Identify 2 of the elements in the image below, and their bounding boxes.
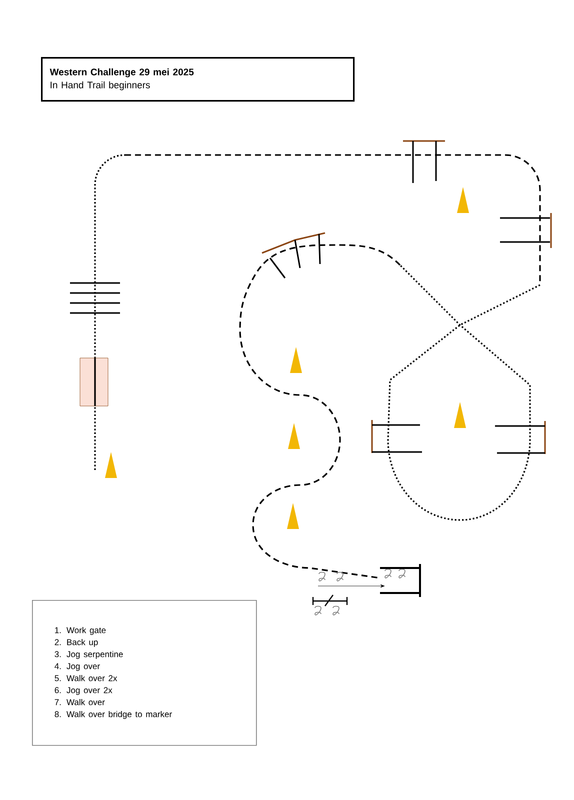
title-box: Western Challenge 29 mei 2025 In Hand Trail beginners xyxy=(41,57,355,102)
instruction-list-box: 1. Work gate 2. Back up 3. Jog serpentine 4. Jog over 5. Walk over 2x 6. Jog over 2x 7. Walk over 8. Walk over bridge to marker xyxy=(32,600,257,746)
